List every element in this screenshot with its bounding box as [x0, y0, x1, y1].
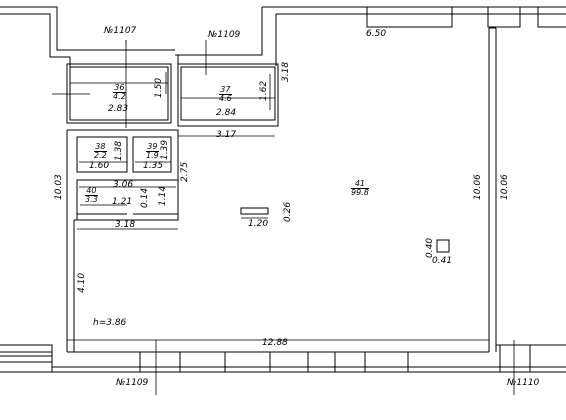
dim-bar-height: 0.26 [283, 201, 293, 222]
dim-bottom-width: 12.88 [262, 338, 288, 348]
dim-top-width: 6.50 [366, 29, 387, 39]
room-36-label: 36 4.2 [113, 84, 126, 101]
dim-right-outer: 10.06 [500, 174, 510, 200]
room-40-id: 40 [85, 186, 98, 196]
room-36-area: 4.2 [113, 92, 126, 101]
dim-r37-side: 3.18 [281, 61, 291, 82]
room-38-label: 38 2.2 [94, 143, 107, 160]
dim-r39-width: 1.35 [143, 161, 164, 171]
dim-r40-h2: 1.14 [158, 185, 168, 206]
dim-corr-306: 3.06 [113, 180, 134, 190]
dim-r37-width: 2.84 [216, 108, 237, 118]
room-41-label: 41 99.8 [351, 180, 369, 197]
dim-left-height: 10.03 [54, 174, 64, 200]
dim-r40-width: 1.21 [112, 197, 133, 207]
dim-left-lower: 4.10 [77, 272, 87, 293]
room-38-area: 2.2 [94, 151, 107, 160]
axis-label-bottom-right: №1110 [507, 378, 540, 388]
dim-col-h: 0.40 [425, 237, 435, 258]
dim-mid-317: 3.17 [216, 130, 237, 140]
room-38-id: 38 [94, 142, 107, 152]
axis-label-top-left: №1107 [104, 26, 137, 36]
dim-r38-width: 1.60 [89, 161, 110, 171]
dim-r40-h1: 0.14 [140, 187, 150, 208]
dim-bar-width: 1.20 [248, 219, 269, 229]
dim-col-w: 0.41 [432, 256, 453, 266]
room-39-id: 39 [146, 142, 159, 152]
room-37-area: 4.6 [219, 94, 232, 103]
room-39-label: 39 1.9 [146, 143, 159, 160]
dim-r37-height: 1.62 [259, 80, 269, 101]
room-41-area: 99.8 [351, 188, 369, 197]
room-39-area: 1.9 [146, 151, 159, 160]
room-40-area: 3.3 [85, 195, 98, 204]
room-36-id: 36 [113, 83, 126, 93]
room-41-id: 41 [351, 180, 369, 189]
dim-bottom-318: 3.18 [115, 220, 136, 230]
room-37-id: 37 [219, 85, 232, 95]
dim-right-inner: 10.06 [473, 174, 483, 200]
dim-r36-height: 1.50 [154, 77, 164, 98]
room-40-label: 40 3.3 [85, 187, 98, 204]
dim-r36-width: 2.83 [108, 104, 129, 114]
axis-label-top-mid: №1109 [208, 30, 241, 40]
axis-label-bottom-left: №1109 [116, 378, 149, 388]
room-37-label: 37 4.6 [219, 86, 232, 103]
ceiling-height: h=3.86 [93, 318, 127, 328]
dim-r39-height: 1.39 [160, 139, 170, 160]
dim-r38-height: 1.38 [114, 140, 124, 161]
dim-corr-275: 2.75 [180, 161, 190, 182]
